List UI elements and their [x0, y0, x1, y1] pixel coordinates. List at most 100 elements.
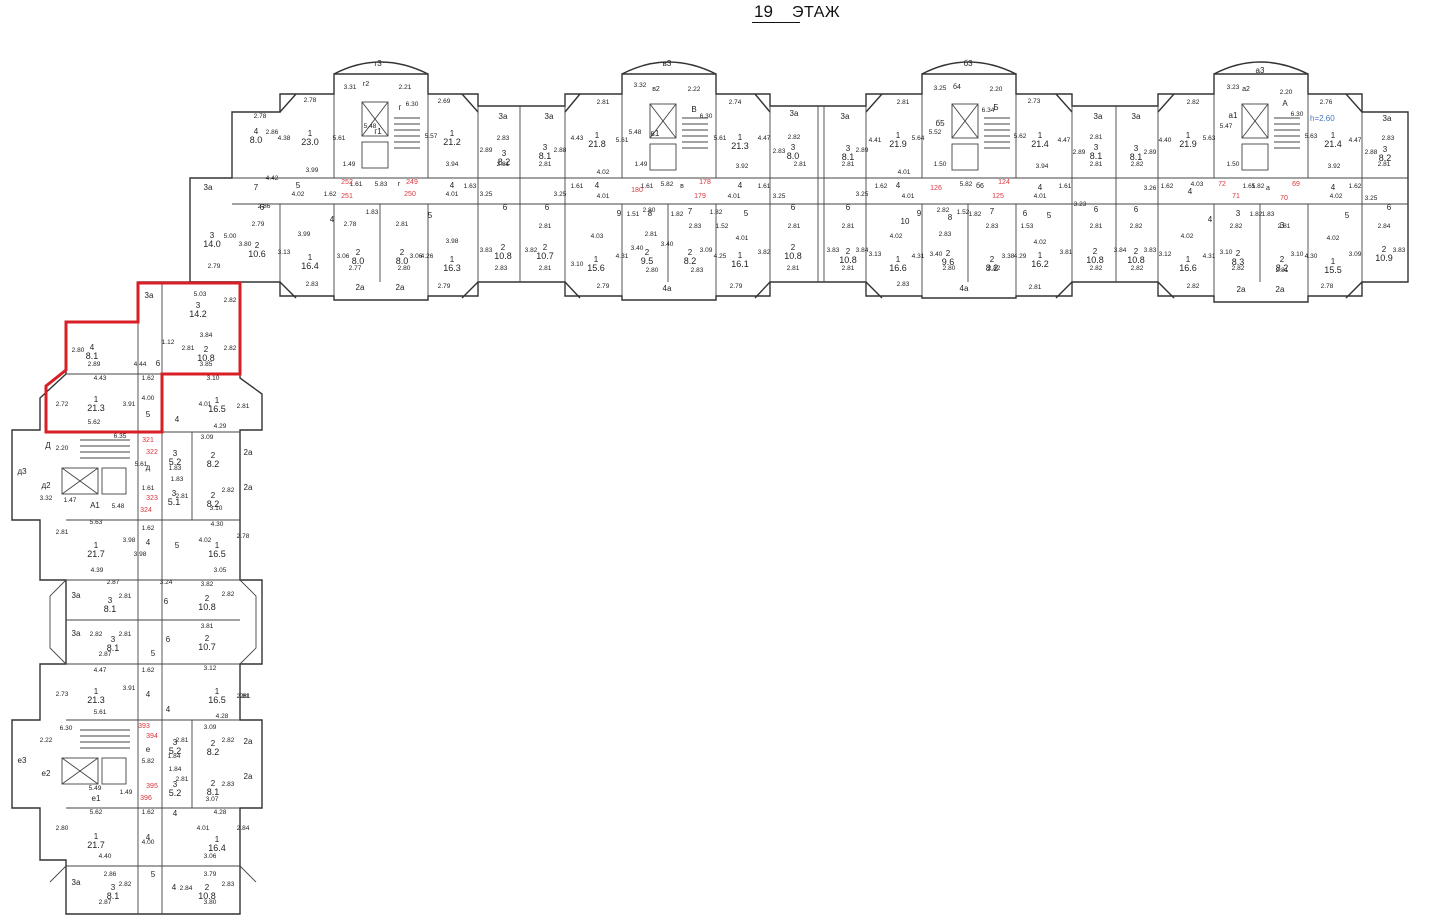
room-area: 5.2 — [169, 457, 182, 467]
dimension-label: 4.29 — [1014, 253, 1027, 260]
dimension-label: 3.40 — [631, 245, 644, 252]
apartment-number: 324 — [140, 507, 152, 514]
room-area: 5.2 — [169, 746, 182, 756]
dimension-label: 3.09 — [204, 724, 217, 731]
room-area: 21.9 — [889, 139, 907, 149]
dimension-label: 2.82 — [1131, 161, 1144, 168]
dimension-label: 2.81 — [788, 223, 801, 230]
dimension-label: 4.39 — [91, 567, 104, 574]
dimension-label: 4.28 — [214, 809, 227, 816]
dimension-label: 2.82 — [90, 631, 103, 638]
loggia-label: 2а — [356, 283, 365, 292]
stair-label-2: В — [691, 105, 696, 114]
small-room-number: 4 — [175, 415, 180, 424]
small-room-number: 5 — [151, 649, 156, 658]
dimension-label: 3.06 — [410, 253, 423, 260]
loggia-label: 3а — [841, 112, 850, 121]
room-area: 8.3 — [1232, 257, 1245, 267]
small-room-number: 5 — [146, 410, 151, 419]
dimension-label: 3.13 — [278, 249, 291, 256]
room-number: 1 — [215, 687, 220, 696]
room-number: 1 — [896, 131, 901, 140]
dimension-label: 3.24 — [160, 579, 173, 586]
dimension-label: 3.83 — [827, 247, 840, 254]
dimension-label: 2.83 — [897, 281, 910, 288]
dimension-label: 2.83 — [222, 781, 235, 788]
dimension-label: 3.82 — [201, 581, 214, 588]
dimension-label: 6.30 — [700, 113, 713, 120]
room-number: 1 — [215, 835, 220, 844]
dimension-label: 5.62 — [88, 419, 101, 426]
dimension-label: 3.31 — [344, 84, 357, 91]
dimension-label: 3.38 — [1002, 253, 1015, 260]
dimension-label: 5.61 — [94, 709, 107, 716]
room-number: 3 — [172, 489, 177, 498]
dimension-label: 5.03 — [194, 291, 207, 298]
dimension-label: 1.62 — [142, 667, 155, 674]
dimension-label: 3.84 — [856, 247, 869, 254]
dimension-label: 1.61 — [641, 183, 654, 190]
stair-label-7: а1 — [1229, 111, 1238, 120]
loggia-label: 3а — [72, 878, 81, 887]
apartment-number: 126 — [930, 185, 942, 192]
dimension-label: 3.25 — [856, 191, 869, 198]
room-number: 2 — [356, 248, 361, 257]
small-room-number: 6 — [166, 635, 171, 644]
dimension-label: 2.86 — [104, 871, 117, 878]
room-number: 2 — [501, 243, 506, 252]
stair-label-0: г1 — [374, 127, 382, 136]
dimension-label: 2.81 — [237, 403, 250, 410]
dimension-label: 1.49 — [635, 161, 648, 168]
small-room-number: 7 — [254, 183, 259, 192]
floor-number-underline — [752, 22, 800, 23]
loggia-label: 4а — [663, 284, 672, 293]
dimension-label: 5.63 — [1305, 133, 1318, 140]
small-room-number: 7 — [990, 207, 995, 216]
corridor-label: г2 — [363, 81, 370, 88]
dimension-label: 5.49 — [89, 785, 102, 792]
room-area: 10.8 — [1086, 255, 1104, 265]
dimension-label: 4.25 — [714, 253, 727, 260]
stair-label-8: Д — [45, 441, 51, 450]
small-room-number: 6 — [846, 203, 851, 212]
small-room-number: 4 — [1188, 187, 1193, 196]
dimension-label: 3.91 — [123, 401, 136, 408]
dimension-label: 3.05 — [214, 567, 227, 574]
room-number: 2 — [211, 739, 216, 748]
small-room-number: 8 — [948, 213, 953, 222]
room-number: 2 — [688, 248, 693, 257]
room-area: 16.2 — [1031, 259, 1049, 269]
dimension-label: 4.42 — [266, 175, 279, 182]
dimension-label: 5.64 — [912, 135, 925, 142]
loggia-label: 3а — [1132, 112, 1141, 121]
small-room-number: 6 — [791, 203, 796, 212]
apartment-number: 393 — [138, 723, 150, 730]
dimension-label: 6.30 — [1291, 111, 1304, 118]
dimension-label: 2.89 — [856, 147, 869, 154]
dimension-label: 2.84 — [237, 825, 250, 832]
stair-label-15: е — [146, 745, 151, 754]
dimension-label: 3.82 — [525, 247, 538, 254]
apartment-number: 395 — [146, 783, 158, 790]
dimension-label: 3.32 — [40, 495, 53, 502]
dimension-label: 3.10 — [1220, 249, 1233, 256]
room-area: 8.2 — [207, 459, 220, 469]
apartment-number: 249 — [406, 179, 418, 186]
room-area: 10.8 — [1127, 255, 1145, 265]
room-number: 1 — [738, 133, 743, 142]
dimension-label: 5.48 — [364, 123, 377, 130]
loggia-label: 2а — [244, 772, 253, 781]
dimension-label: 2.76 — [1320, 99, 1333, 106]
room-area: 16.6 — [1179, 263, 1197, 273]
dimension-label: 2.87 — [99, 899, 112, 906]
room-number: 2 — [211, 451, 216, 460]
small-room-number: 6 — [1387, 203, 1392, 212]
small-room-number: 4 — [738, 181, 743, 190]
dimension-label: 4.03 — [1191, 181, 1204, 188]
dimension-label: 4.47 — [1058, 137, 1071, 144]
dimension-label: 3.10 — [571, 261, 584, 268]
room-number: 3 — [196, 301, 201, 310]
room-area: 21.7 — [87, 549, 105, 559]
dimension-label: 2.81 — [237, 693, 250, 700]
